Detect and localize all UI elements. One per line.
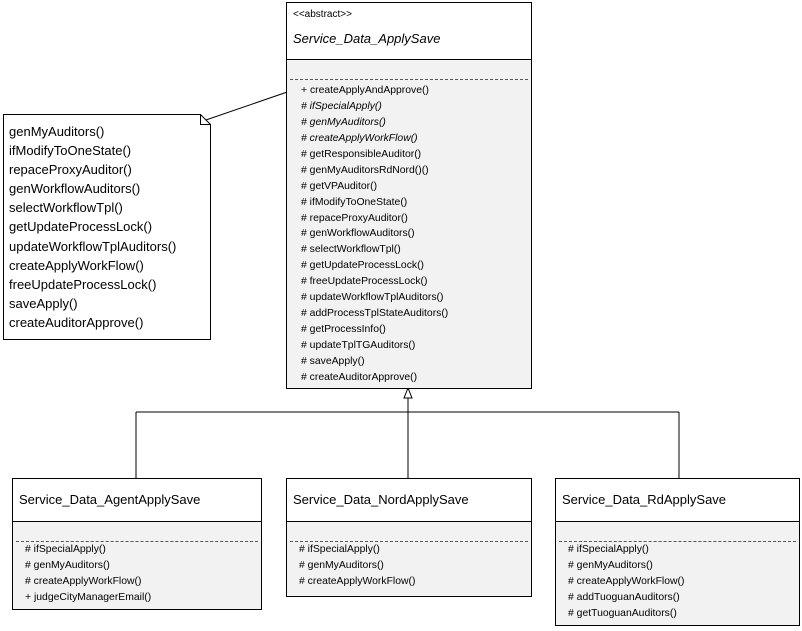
operation-list: # ifSpecialApply() # genMyAuditors() # c…: [25, 542, 151, 606]
divider-dashed: [16, 541, 258, 542]
note-line: repaceProxyAuditor(): [9, 162, 132, 178]
operation-item: # getProcessInfo(): [301, 324, 386, 336]
note-line: updateWorkflowTplAuditors(): [9, 238, 177, 254]
operation-item: # freeUpdateProcessLock(): [301, 276, 428, 288]
nord-class-box: Service_Data_NordApplySave # ifSpecialAp…: [286, 478, 532, 597]
operation-item: # ifModifyToOneState(): [301, 196, 408, 208]
agent-class-name: Service_Data_AgentApplySave: [19, 492, 201, 507]
operation-item: # saveApply(): [301, 355, 365, 367]
operation-item: # getTuoguanAuditors(): [568, 608, 677, 619]
operation-item: # addTuoguanAuditors(): [568, 592, 680, 603]
note-line: genWorkflowAuditors(): [9, 181, 141, 197]
operation-list: # ifSpecialApply() # genMyAuditors() # c…: [299, 542, 415, 590]
operation-item: # updateTplTGAuditors(): [301, 340, 416, 351]
agent-class-operations: # ifSpecialApply() # genMyAuditors() # c…: [13, 522, 261, 609]
agent-class-box: Service_Data_AgentApplySave # ifSpecialA…: [12, 478, 262, 610]
operation-item: # ifSpecialApply(): [301, 100, 382, 112]
operation-item: # repaceProxyAuditor(): [301, 212, 408, 224]
operation-list: + createApplyAndApprove() # ifSpecialApp…: [301, 83, 448, 386]
note-line: createApplyWorkFlow(): [9, 257, 144, 273]
operation-item: # genMyAuditors(): [25, 560, 110, 571]
operation-item: # createApplyWorkFlow(): [299, 576, 416, 587]
operation-item: # genMyAuditorsRdNord()(): [301, 164, 429, 176]
abstract-class-name: Service_Data_ApplySave: [293, 31, 441, 46]
generalization-arrowhead: [403, 386, 413, 399]
abstract-class-header: <<abstract>> Service_Data_ApplySave: [287, 3, 531, 60]
operation-item: # ifSpecialApply(): [568, 544, 649, 555]
rd-class-name: Service_Data_RdApplySave: [562, 492, 727, 507]
divider-dashed: [290, 79, 528, 80]
note-line: ifModifyToOneState(): [9, 143, 132, 159]
note-line: selectWorkflowTpl(): [9, 200, 123, 216]
note: genMyAuditors() ifModifyToOneState() rep…: [3, 114, 211, 340]
operation-item: # getUpdateProcessLock(): [301, 260, 425, 272]
operation-item: # createAuditorApprove(): [301, 371, 418, 383]
nord-class-header: Service_Data_NordApplySave: [287, 479, 531, 522]
abstract-class-operations: + createApplyAndApprove() # ifSpecialApp…: [287, 60, 531, 388]
nord-class-operations: # ifSpecialApply() # genMyAuditors() # c…: [287, 522, 531, 596]
note-text: genMyAuditors() ifModifyToOneState() rep…: [9, 122, 176, 332]
stereotype-label: <<abstract>>: [293, 9, 352, 20]
operation-item: # updateWorkflowTplAuditors(): [301, 292, 444, 304]
operation-item: # genMyAuditors(): [299, 560, 384, 571]
divider-dashed: [559, 541, 796, 542]
rd-class-box: Service_Data_RdApplySave # ifSpecialAppl…: [555, 478, 800, 626]
operation-item: # genMyAuditors(): [301, 116, 386, 128]
divider-dashed: [290, 541, 528, 542]
operation-item: # createApplyWorkFlow(): [301, 132, 418, 144]
operation-item: + judgeCityManagerEmail(): [25, 592, 152, 603]
rd-class-operations: # ifSpecialApply() # genMyAuditors() # c…: [556, 522, 799, 625]
operation-item: # addProcessTplStateAuditors(): [301, 308, 449, 320]
operation-item: # getVPAuditor(): [301, 180, 378, 192]
operation-item: # genMyAuditors(): [568, 560, 653, 571]
note-line: saveApply(): [9, 295, 78, 311]
operation-item: # createApplyWorkFlow(): [25, 576, 142, 587]
note-line: createAuditorApprove(): [9, 314, 144, 330]
note-anchor-line: [202, 88, 297, 122]
note-shape: [3, 114, 211, 340]
operation-list: # ifSpecialApply() # genMyAuditors() # c…: [568, 542, 684, 622]
note-line: freeUpdateProcessLock(): [9, 276, 157, 292]
agent-class-header: Service_Data_AgentApplySave: [13, 479, 261, 522]
operation-item: # ifSpecialApply(): [299, 544, 380, 555]
note-line: getUpdateProcessLock(): [9, 219, 153, 235]
rd-class-header: Service_Data_RdApplySave: [556, 479, 799, 522]
nord-class-name: Service_Data_NordApplySave: [293, 492, 469, 507]
operation-item: + createApplyAndApprove(): [301, 85, 429, 96]
operation-item: # getResponsibleAuditor(): [301, 148, 422, 160]
note-line: genMyAuditors(): [9, 124, 105, 139]
operation-item: # genWorkflowAuditors(): [301, 228, 415, 240]
operation-item: # createApplyWorkFlow(): [568, 576, 685, 587]
abstract-class-box: <<abstract>> Service_Data_ApplySave + cr…: [286, 2, 532, 389]
operation-item: # selectWorkflowTpl(): [301, 244, 401, 256]
operation-item: # ifSpecialApply(): [25, 544, 106, 555]
